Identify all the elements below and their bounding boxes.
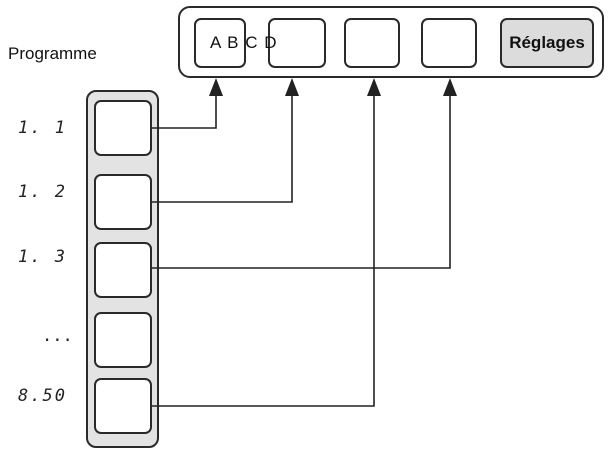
program-label-ellipsis: ... bbox=[42, 326, 73, 346]
program-label-1-2: 1. 2 bbox=[18, 182, 67, 202]
arrow-slot-3-icon bbox=[367, 78, 381, 96]
program-slot-ellipsis[interactable] bbox=[94, 312, 152, 368]
wire-8-50-to-slot-3 bbox=[152, 90, 375, 407]
slot-letters: A B C D bbox=[210, 33, 277, 53]
program-label-1-1: 1. 1 bbox=[18, 118, 67, 138]
slot-4[interactable] bbox=[421, 18, 477, 68]
slot-letters-cd: C D bbox=[245, 33, 278, 52]
settings-label: Réglages bbox=[509, 33, 585, 52]
settings-button[interactable]: Réglages bbox=[500, 18, 594, 68]
slot-letters-ab: A B bbox=[210, 33, 240, 52]
wire-1-1-to-slot-ab bbox=[152, 90, 217, 129]
wire-1-3-to-slot-4 bbox=[152, 90, 451, 269]
program-slot-1-1[interactable] bbox=[94, 100, 152, 156]
arrow-slot-cd-icon bbox=[285, 78, 299, 96]
program-title: Programme bbox=[8, 44, 97, 63]
wire-1-2-to-slot-cd bbox=[152, 90, 293, 203]
program-label-8-50: 8.50 bbox=[18, 386, 67, 406]
program-label-1-3: 1. 3 bbox=[18, 247, 67, 267]
program-slot-1-3[interactable] bbox=[94, 242, 152, 298]
arrow-slot-4-icon bbox=[443, 78, 457, 96]
program-slot-1-2[interactable] bbox=[94, 174, 152, 230]
slot-ab[interactable] bbox=[194, 18, 246, 68]
slot-cd[interactable] bbox=[268, 18, 326, 68]
arrow-slot-ab-icon bbox=[209, 78, 223, 96]
program-slot-8-50[interactable] bbox=[94, 378, 152, 434]
slot-3[interactable] bbox=[344, 18, 400, 68]
